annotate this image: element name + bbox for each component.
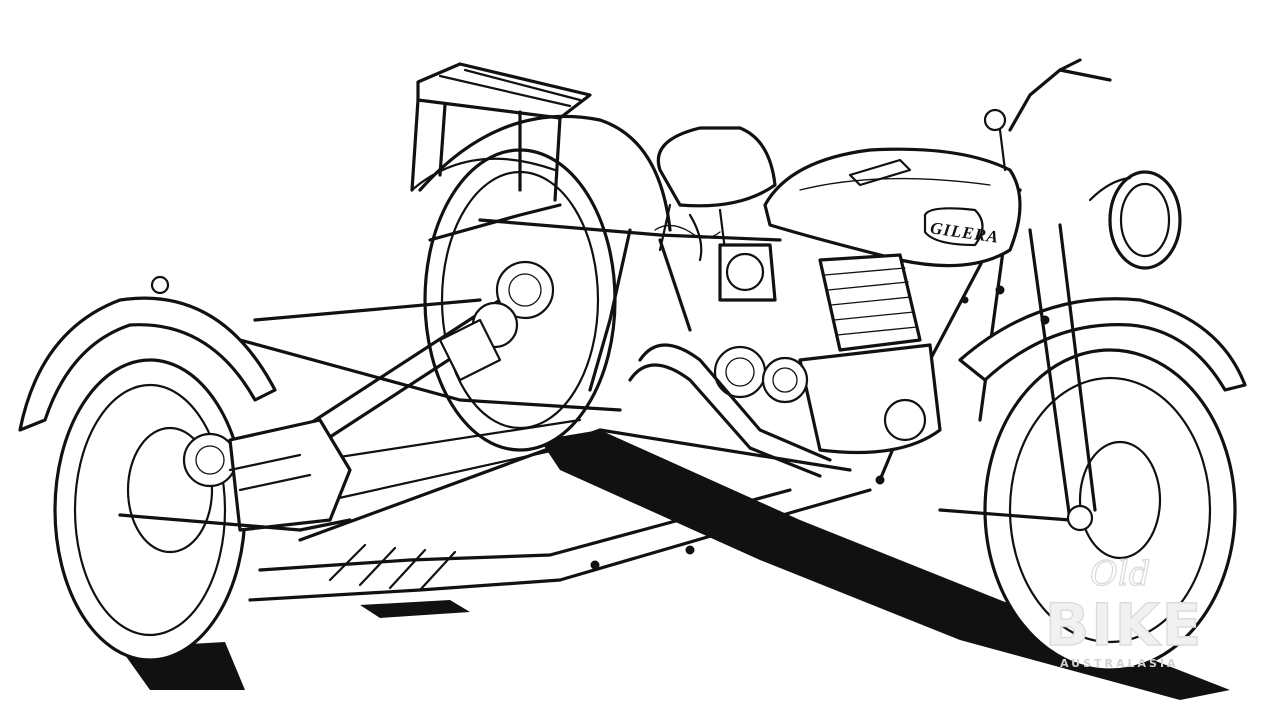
engine (713, 243, 942, 455)
sidecar-chassis (238, 298, 872, 602)
watermark-script-text: Old (1090, 554, 1151, 594)
fuel-tank: GILERA (763, 147, 1022, 268)
front-wheel (938, 223, 1247, 672)
sidecar-final-drive (118, 418, 352, 532)
floor-shadow (360, 600, 470, 618)
exhaust (628, 343, 832, 478)
handlebar-assembly (983, 58, 1182, 270)
watermark-main-text: BIKE (1045, 591, 1203, 659)
watermark-sub-text: AUSTRALASIA (1060, 657, 1179, 670)
luggage-rack (410, 62, 592, 202)
bolt-details (590, 285, 1050, 570)
watermark: Old BIKE AUSTRALASIA (1044, 553, 1203, 670)
